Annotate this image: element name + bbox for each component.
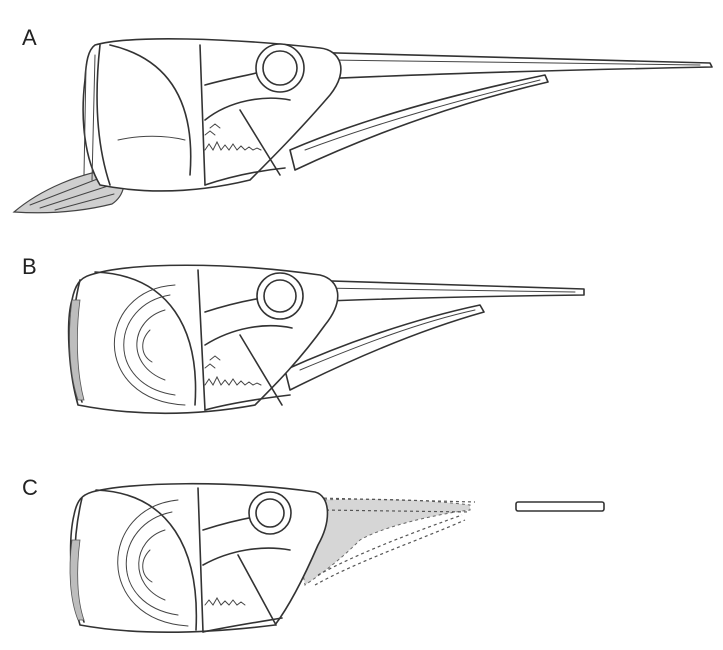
panel-c: C (22, 475, 604, 632)
orbit-inner-c (256, 499, 284, 527)
panel-label-b: B (22, 254, 37, 279)
rostrum-a (300, 52, 712, 80)
panel-label-a: A (22, 25, 37, 50)
orbit-inner-a (263, 51, 297, 85)
panel-b: B (22, 254, 584, 413)
orbit-inner-b (264, 280, 296, 312)
panel-label-c: C (22, 475, 38, 500)
panel-a: A (14, 25, 712, 213)
rostrum-fragment-c (516, 502, 604, 511)
